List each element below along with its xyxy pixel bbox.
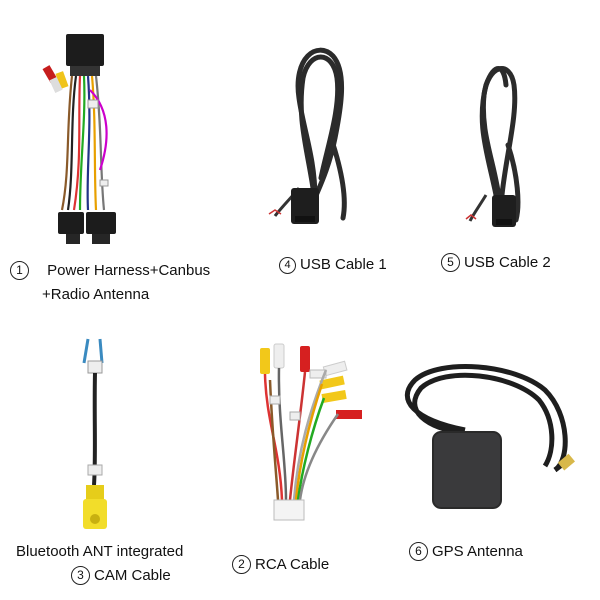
- number-badge: 3: [71, 566, 90, 585]
- number-badge: 2: [232, 555, 251, 574]
- caption-line1: CAM Cable: [94, 567, 171, 584]
- caption-line1: RCA Cable: [255, 556, 330, 573]
- caption-line1: Power Harness+Canbus: [47, 262, 211, 279]
- caption-power-harness: 1 Power Harness+Canbus: [10, 261, 210, 281]
- number-badge: 1: [10, 261, 29, 280]
- usb-cable-1-image: [255, 38, 365, 238]
- caption-cam-cable-pre: Bluetooth ANT integrated: [16, 543, 184, 560]
- caption-line1: GPS Antenna: [432, 543, 523, 560]
- number-badge: 4: [279, 257, 296, 274]
- caption-line1: USB Cable 2: [464, 254, 551, 271]
- usb-cable-2-image: [440, 55, 540, 240]
- caption-power-harness-line2: +Radio Antenna: [42, 286, 150, 303]
- caption-line1: USB Cable 1: [300, 256, 387, 273]
- power-harness-image: [30, 20, 140, 255]
- number-badge: 5: [441, 253, 460, 272]
- rca-cable-image: [250, 340, 370, 535]
- cam-cable-image: [70, 335, 120, 535]
- number-badge: 6: [409, 542, 428, 561]
- gps-antenna-image: [395, 360, 595, 520]
